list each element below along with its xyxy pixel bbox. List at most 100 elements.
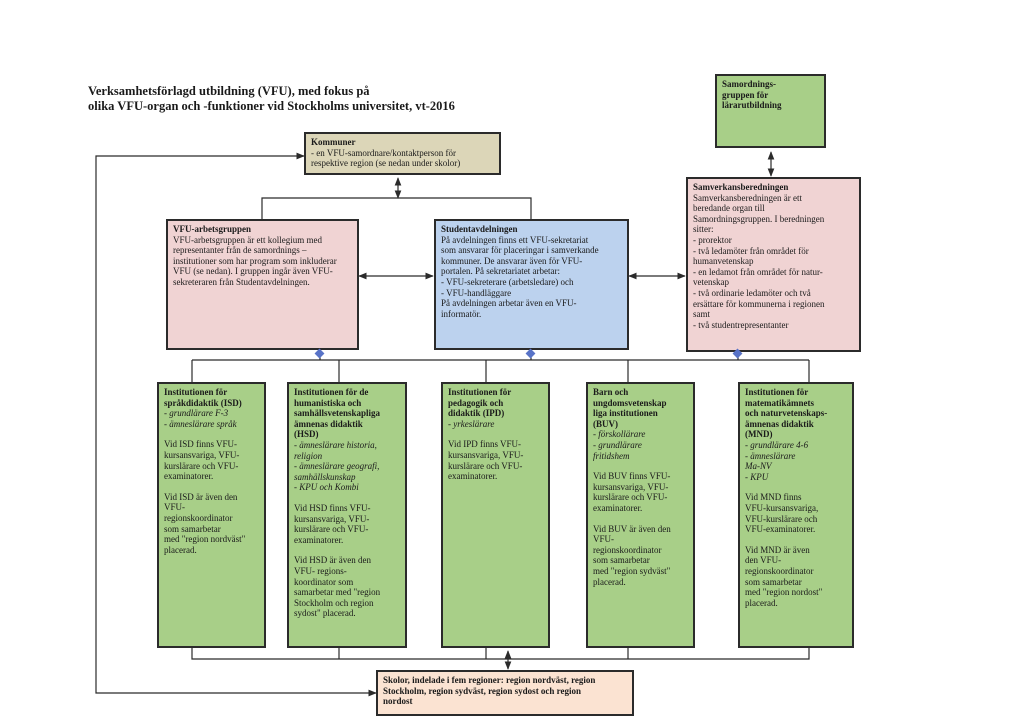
samverkansberedningen-heading: Samverkansberedningen bbox=[693, 182, 789, 192]
buv-para2-2: VFU- bbox=[593, 534, 615, 545]
buv-heading-2: ungdomsvetenskap bbox=[593, 397, 667, 408]
buv-para2-4: som samarbetar bbox=[593, 555, 650, 566]
isd-para2-3: regionskoordinator bbox=[164, 512, 233, 523]
node-kommuner: Kommuner - en VFU-samordnare/kontaktpers… bbox=[304, 132, 501, 175]
buv-heading-4: (BUV) bbox=[593, 418, 618, 429]
mnd-para2-4: som samarbetar bbox=[745, 576, 802, 587]
samverkansberedningen-line-10: - två ordinarie ledamöter och två bbox=[693, 287, 811, 298]
ipd-program-1: - yrkeslärare bbox=[448, 418, 495, 429]
title-line-1: Verksamhetsförlagd utbildning (VFU), med… bbox=[88, 84, 370, 98]
studentavdelningen-line-2: som ansvarar för placeringar i samverkan… bbox=[441, 245, 599, 256]
studentavdelningen-heading: Studentavdelningen bbox=[441, 224, 518, 234]
ipd-para1-3: kurslärare och VFU- bbox=[448, 460, 523, 471]
mnd-para1-1: Vid MND finns bbox=[745, 492, 802, 503]
hsd-para2-4: samarbetar med "region bbox=[294, 587, 381, 598]
node-ipd: Institutionen för pedagogik och didaktik… bbox=[441, 382, 550, 648]
samverkansberedningen-line-11: ersättare för kommunerna i regionen bbox=[693, 298, 825, 309]
isd-para2-2: VFU- bbox=[164, 502, 186, 513]
samverkansberedningen-line-1: Samverkansberedningen är ett bbox=[693, 192, 802, 203]
mnd-para2-1: Vid MND är även bbox=[745, 544, 810, 555]
isd-program-1: - grundlärare F-3 bbox=[164, 408, 229, 419]
studentavdelningen-line-7: På avdelningen arbetar även en VFU- bbox=[441, 298, 577, 309]
studentavdelningen-line-3: kommuner. De ansvarar även för VFU- bbox=[441, 255, 583, 266]
mnd-para1-2: VFU-kursansvariga, bbox=[745, 502, 819, 513]
buv-program-3: fritidshem bbox=[593, 450, 630, 461]
mnd-para1-3: VFU-kurslärare och bbox=[745, 513, 818, 524]
node-vfu-arbetsgruppen: VFU-arbetsgruppen VFU-arbetsgruppen är e… bbox=[166, 219, 359, 350]
ipd-para1-1: Vid IPD finns VFU- bbox=[448, 439, 522, 450]
samverkansberedningen-line-6: - två ledamöter från området för bbox=[693, 245, 809, 256]
skolor-heading-2: Stockholm, region sydväst, region sydost… bbox=[383, 685, 582, 696]
isd-program-2: - ämneslärare språk bbox=[164, 418, 237, 429]
hsd-heading-2: humanistiska och bbox=[294, 397, 362, 408]
skolor-heading-3: nordost bbox=[383, 696, 413, 707]
isd-heading-1: Institutionen för bbox=[164, 387, 228, 397]
samordningsgruppen-heading-3: lärarutbildning bbox=[722, 100, 782, 111]
buv-program-1: - förskollärare bbox=[593, 429, 646, 440]
edge-kommuner-skolor bbox=[95, 152, 377, 697]
ipd-heading-3: didaktik (IPD) bbox=[448, 408, 505, 419]
samverkansberedningen-line-13: - två studentrepresentanter bbox=[693, 319, 789, 330]
edge-top-tree bbox=[261, 197, 532, 219]
buv-para2-1: Vid BUV är även den bbox=[593, 523, 671, 534]
isd-heading-2: språkdidaktik (ISD) bbox=[164, 397, 242, 408]
hsd-para1-3: kurslärare och VFU- bbox=[294, 524, 369, 535]
samverkansberedningen-line-12: samt bbox=[693, 309, 710, 320]
buv-para2-6: placerad. bbox=[593, 576, 626, 587]
title-line-2: olika VFU-organ och -funktioner vid Stoc… bbox=[88, 99, 455, 113]
samverkansberedningen-line-8: - en ledamot från området för natur- bbox=[693, 266, 823, 277]
node-hsd: Institutionen för de humanistiska och sa… bbox=[287, 382, 407, 648]
hsd-program-5: - KPU och Kombi bbox=[294, 482, 359, 493]
buv-heading-1: Barn och bbox=[593, 387, 629, 397]
hsd-heading-1: Institutionen för de bbox=[294, 387, 369, 397]
mnd-program-4: - KPU bbox=[745, 471, 769, 482]
node-mnd: Institutionen för matematikämnets och na… bbox=[738, 382, 854, 648]
hsd-para1-1: Vid HSD finns VFU- bbox=[294, 502, 371, 513]
mnd-para2-2: den VFU- bbox=[745, 555, 782, 566]
mnd-heading-1: Institutionen för bbox=[745, 387, 809, 397]
studentavdelningen-line-8: informatör. bbox=[441, 308, 482, 319]
mnd-heading-5: (MND) bbox=[745, 429, 773, 440]
studentavdelningen-line-1: På avdelningen finns ett VFU-sekretariat bbox=[441, 234, 589, 245]
samordningsgruppen-heading-1: Samordnings- bbox=[722, 79, 777, 89]
isd-para2-6: placerad. bbox=[164, 544, 197, 555]
mnd-heading-3: och naturvetenskaps- bbox=[745, 408, 828, 419]
node-skolor: Skolor, indelade i fem regioner: region … bbox=[376, 670, 634, 716]
mnd-program-3: Ma-NV bbox=[745, 461, 772, 472]
hsd-heading-3: samhällsvetenskapliga bbox=[294, 408, 381, 419]
buv-heading-3: liga institutionen bbox=[593, 408, 658, 419]
hsd-para2-2: VFU- regions- bbox=[294, 565, 347, 576]
vfu-arbetsgruppen-line-4: VFU (se nedan). I gruppen ingår även VFU… bbox=[173, 266, 333, 277]
samverkansberedningen-line-7: humanvetenskap bbox=[693, 256, 754, 267]
vfu-arbetsgruppen-heading: VFU-arbetsgruppen bbox=[173, 224, 251, 234]
vfu-arbetsgruppen-line-3: institutioner som har program som inklud… bbox=[173, 255, 337, 266]
mnd-heading-2: matematikämnets bbox=[745, 397, 814, 408]
node-isd: Institutionen för språkdidaktik (ISD) - … bbox=[157, 382, 266, 648]
ipd-para1-4: examinatorer. bbox=[448, 471, 498, 482]
isd-para2-4: som samarbetar bbox=[164, 523, 221, 534]
samverkansberedningen-line-4: sitter: bbox=[693, 224, 714, 235]
hsd-program-3: - ämneslärare geografi, bbox=[294, 461, 380, 472]
buv-program-2: - grundlärare bbox=[593, 439, 642, 450]
mnd-para2-5: med "region nordost" bbox=[745, 587, 823, 598]
mnd-program-2: - ämneslärare bbox=[745, 450, 796, 461]
hsd-program-4: samhällskunskap bbox=[294, 471, 356, 482]
hsd-para1-4: examinatorer. bbox=[294, 534, 344, 545]
edge-bottom-tree bbox=[191, 648, 810, 660]
isd-para1-2: kursansvariga, VFU- bbox=[164, 449, 240, 460]
samverkansberedningen-line-2: beredande organ till bbox=[693, 203, 765, 214]
kommuner-heading: Kommuner bbox=[311, 137, 356, 147]
buv-para2-3: regionskoordinator bbox=[593, 544, 662, 555]
hsd-heading-5: (HSD) bbox=[294, 429, 319, 440]
samverkansberedningen-line-3: Samordningsgruppen. I beredningen bbox=[693, 213, 825, 224]
studentavdelningen-line-5: - VFU-sekreterare (arbetsledare) och bbox=[441, 276, 574, 287]
hsd-heading-4: ämnenas didaktik bbox=[294, 418, 363, 429]
isd-para1-4: examinatorer. bbox=[164, 471, 214, 482]
mnd-program-1: - grundlärare 4-6 bbox=[745, 439, 809, 450]
node-samordningsgruppen: Samordnings- gruppen för lärarutbildning bbox=[715, 74, 826, 148]
mnd-para2-3: regionskoordinator bbox=[745, 565, 814, 576]
ipd-heading-1: Institutionen för bbox=[448, 387, 512, 397]
hsd-program-1: - ämneslärare historia, bbox=[294, 439, 377, 450]
isd-para1-1: Vid ISD finns VFU- bbox=[164, 439, 238, 450]
